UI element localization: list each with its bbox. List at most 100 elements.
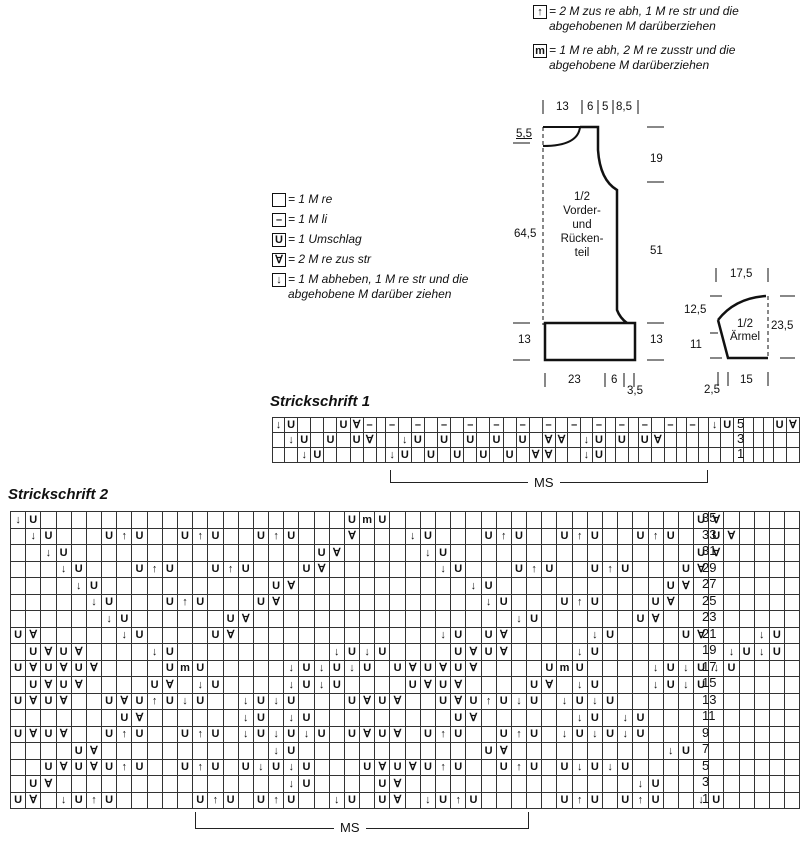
purl-symbol: –: [463, 417, 478, 433]
knit-cell: [343, 610, 361, 628]
knit-cell: [495, 511, 512, 529]
knit-cell: [783, 659, 800, 677]
knit-cell: [783, 560, 800, 578]
yarn-over-symbol: U: [768, 643, 785, 661]
knit-cell: [601, 676, 619, 694]
knit-cell: [647, 725, 664, 743]
knit-cell: [541, 626, 558, 644]
knit-cell: [85, 643, 103, 661]
slip-knit-pass-symbol: ↓: [298, 725, 315, 743]
knit-cell: [762, 447, 774, 463]
knit-cell: [116, 791, 133, 809]
knit-cell: [723, 593, 740, 611]
knit-cell: [617, 742, 634, 760]
knit-cell: [146, 725, 163, 743]
knit-cell: [336, 447, 351, 463]
knit-cell: [783, 725, 800, 743]
slip-knit-pass-symbol: ↓: [480, 593, 497, 611]
knit-cell: [708, 775, 725, 793]
yarn-over-symbol: U: [637, 432, 652, 448]
knit-cell: [283, 544, 300, 562]
knit-cell: [101, 560, 118, 578]
knit-cell: [252, 659, 270, 677]
yarn-over-symbol: U: [586, 758, 603, 776]
knit-cell: [252, 742, 270, 760]
yarn-over-symbol: U: [495, 725, 512, 743]
knit-cell: [116, 775, 133, 793]
knit-cell: [252, 511, 270, 529]
knit-cell: [632, 643, 649, 661]
knit-cell: [723, 725, 740, 743]
yarn-over-symbol: U: [207, 626, 224, 644]
knit-cell: [785, 432, 800, 448]
yarn-over-symbol: U: [450, 758, 467, 776]
knit-cell: [116, 593, 133, 611]
knit-cell: [541, 758, 558, 776]
yarn-over-symbol: U: [480, 643, 497, 661]
yarn-over-symbol: U: [298, 775, 315, 793]
knit-cell: [743, 417, 754, 433]
knit-cell: [131, 742, 148, 760]
k2tog-symbol: ∀: [554, 432, 569, 448]
slip-knit-pass-symbol: ↓: [586, 692, 603, 710]
knit-cell: [510, 742, 528, 760]
slip-knit-pass-symbol: ↓: [385, 447, 399, 463]
knit-cell: [617, 593, 634, 611]
knit-cell: [40, 626, 57, 644]
knit-cell: [662, 610, 679, 628]
purl-symbol: –: [515, 417, 530, 433]
knit-cell: [617, 659, 634, 677]
double-decrease-symbol: ↑: [601, 560, 619, 578]
knit-cell: [783, 742, 800, 760]
knit-cell: [571, 577, 588, 595]
knit-cell: [752, 417, 764, 433]
knit-cell: [25, 560, 42, 578]
knit-cell: [222, 593, 239, 611]
knit-cell: [146, 659, 163, 677]
yarn-over-symbol: U: [40, 758, 57, 776]
knit-cell: [617, 610, 634, 628]
k2tog-symbol: ∀: [495, 626, 512, 644]
knit-cell: [328, 610, 345, 628]
knit-cell: [237, 544, 254, 562]
knit-cell: [9, 709, 27, 727]
knit-cell: [25, 544, 42, 562]
knit-cell: [419, 560, 437, 578]
knit-cell: [313, 643, 330, 661]
knit-cell: [762, 432, 774, 448]
yarn-over-symbol: U: [161, 692, 178, 710]
k2tog-symbol: ∀: [359, 725, 376, 743]
knit-cell: [753, 527, 770, 545]
knit-cell: [480, 610, 497, 628]
k2tog-symbol: ∀: [40, 643, 57, 661]
knit-cell: [677, 643, 695, 661]
knit-cell: [753, 577, 770, 595]
yarn-over-symbol: U: [359, 758, 376, 776]
knit-cell: [617, 692, 634, 710]
row-number: 19: [702, 642, 717, 657]
knit-cell: [465, 758, 482, 776]
yarn-over-symbol: U: [70, 659, 87, 677]
knit-cell: [434, 643, 452, 661]
knit-cell: [343, 577, 361, 595]
knit-cell: [601, 659, 619, 677]
knit-cell: [252, 577, 270, 595]
yarn-over-symbol: U: [480, 577, 497, 595]
knit-cell: [313, 593, 330, 611]
knit-cell: [556, 544, 573, 562]
yarn-over-symbol: U: [40, 725, 57, 743]
knit-cell: [708, 725, 725, 743]
knit-cell: [423, 417, 439, 433]
yarn-over-symbol: U: [677, 742, 695, 760]
knit-cell: [617, 544, 634, 562]
knit-cell: [25, 709, 42, 727]
slip-knit-pass-symbol: ↓: [419, 791, 437, 809]
yarn-over-symbol: U: [85, 577, 103, 595]
purl-symbol: –: [591, 417, 606, 433]
knit-cell: [222, 643, 239, 661]
double-decrease-symbol: ↑: [434, 725, 452, 743]
knit-cell: [297, 417, 312, 433]
knit-cell: [554, 417, 569, 433]
